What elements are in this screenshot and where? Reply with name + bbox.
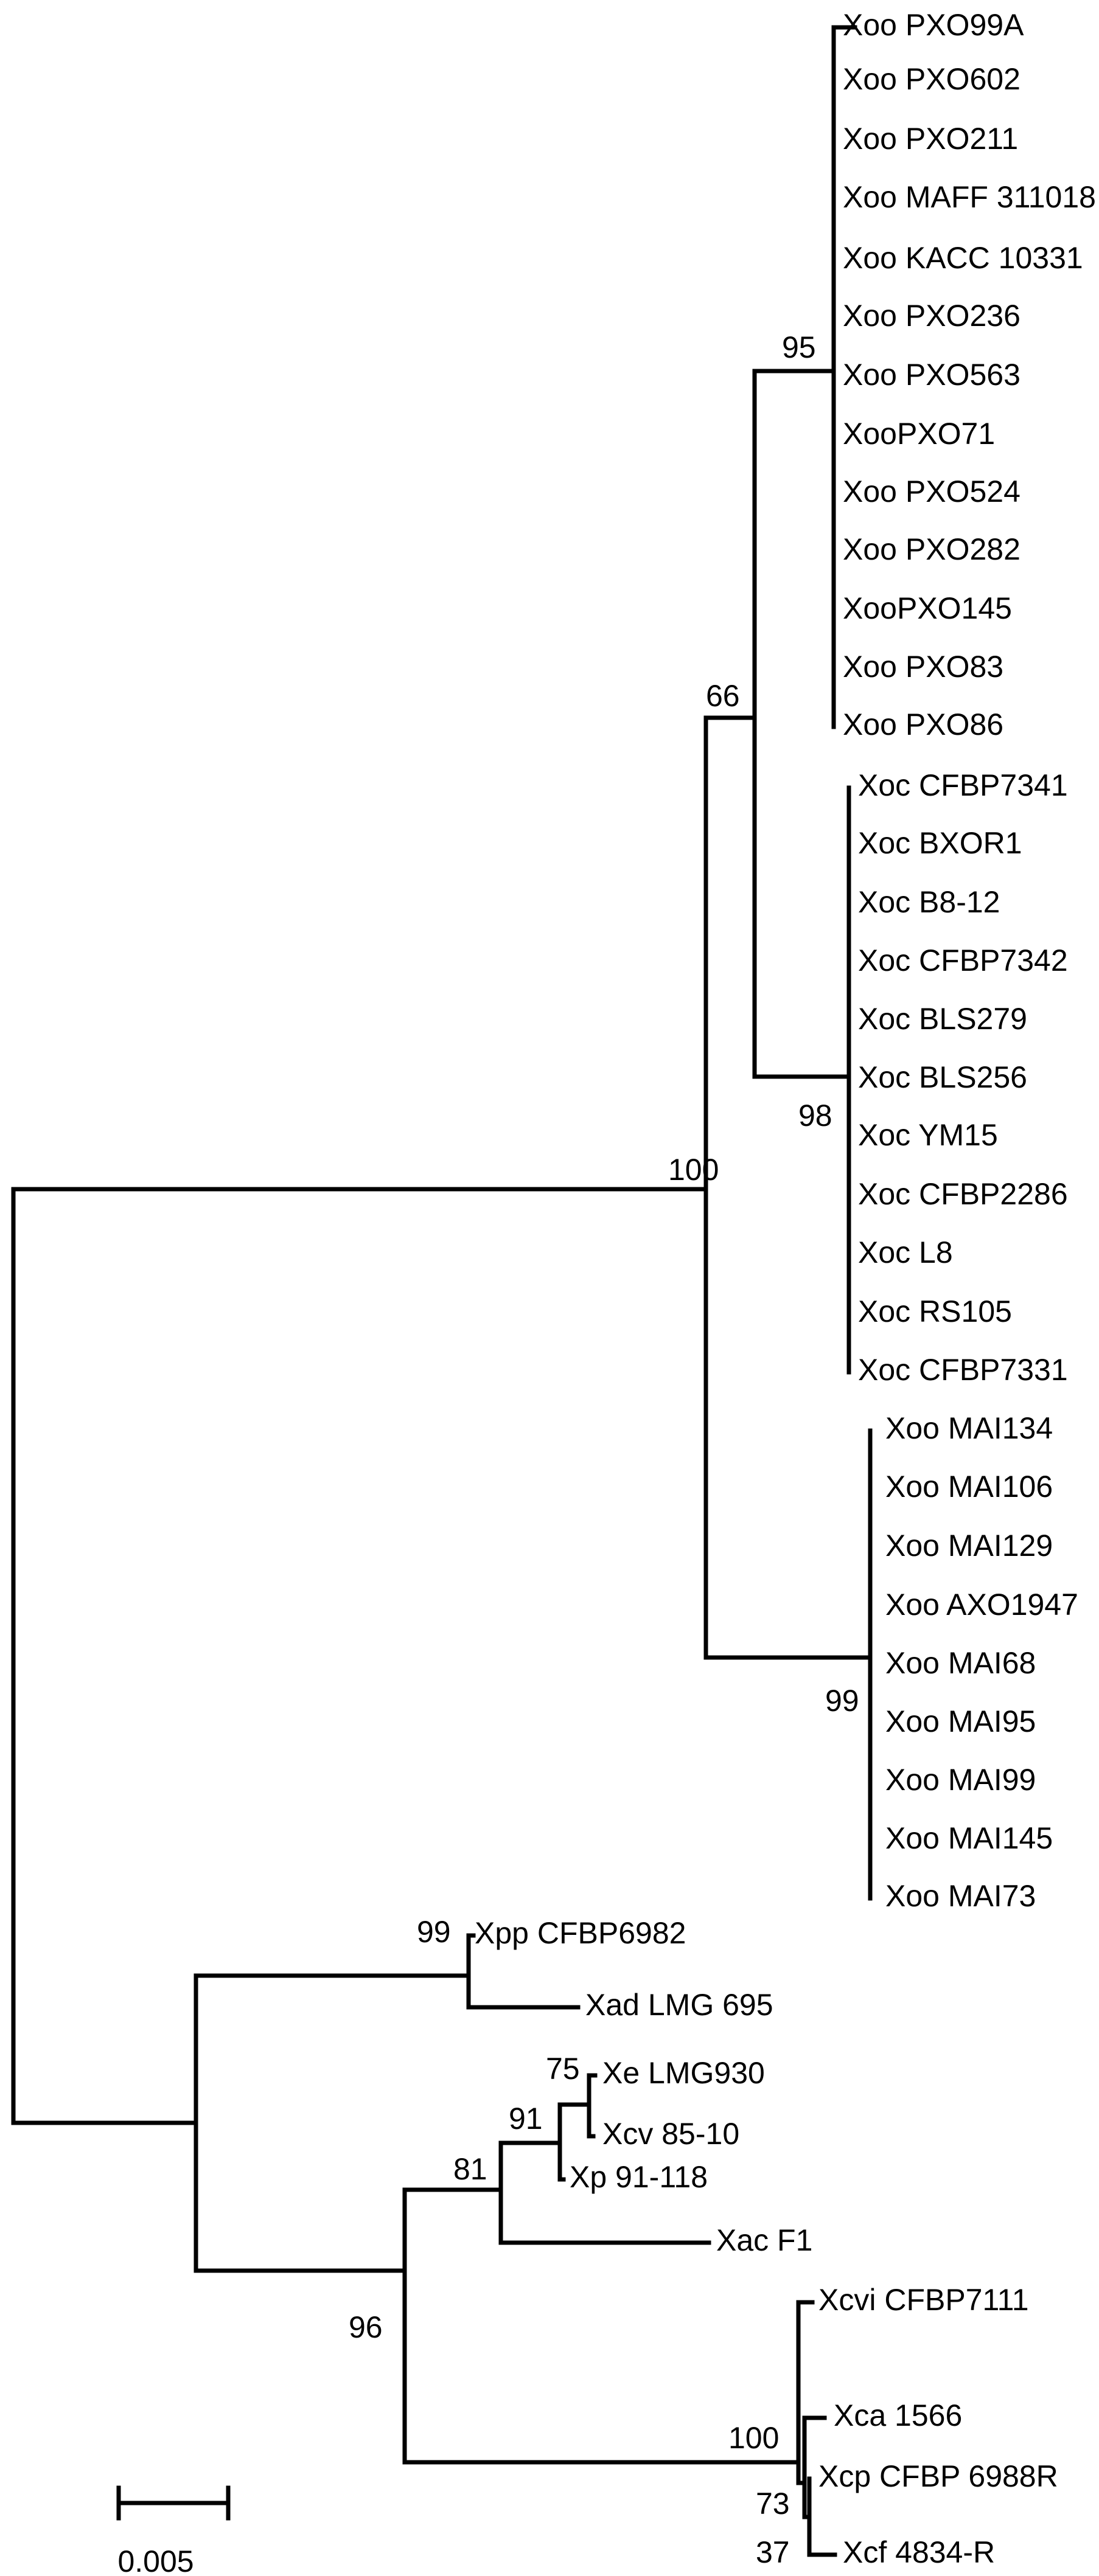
leaf-label-bls279: Xoc BLS279 [858, 1002, 1027, 1036]
leaf-label-mai106: Xoo MAI106 [885, 1470, 1053, 1504]
leaf-label-pxo236: Xoo PXO236 [843, 299, 1020, 333]
scale-bar-label: 0.005 [117, 2544, 194, 2573]
leaf-label-xcp: Xcp CFBP 6988R [818, 2459, 1058, 2493]
leaf-label-mai129: Xoo MAI129 [885, 1529, 1053, 1563]
leaf-label-pxo99a: Xoo PXO99A [843, 8, 1024, 42]
leaf-label-cfbp7331: Xoc CFBP7331 [858, 1353, 1068, 1387]
leaf-label-xca: Xca 1566 [834, 2398, 962, 2432]
bootstrap-xe-xcv-xp: 91 [509, 2102, 543, 2136]
bootstrap-mai-clade: 99 [825, 1684, 859, 1718]
leaf-label-mai145: Xoo MAI145 [885, 1821, 1053, 1855]
bootstrap-xcf-sub: 37 [756, 2535, 790, 2569]
leaf-label-xcv: Xcv 85-10 [602, 2117, 739, 2151]
leaf-label-kacc10331: Xoo KACC 10331 [843, 241, 1083, 275]
leaf-label-mai73: Xoo MAI73 [885, 1879, 1036, 1913]
leaf-label-cfbp7341: Xoc CFBP7341 [858, 768, 1068, 802]
leaf-label-axo1947: Xoo AXO1947 [885, 1588, 1078, 1622]
leaf-label-rs105: Xoc RS105 [858, 1294, 1012, 1328]
leaf-label-cfbp2286: Xoc CFBP2286 [858, 1177, 1068, 1211]
leaf-label-xad: Xad LMG 695 [585, 1988, 773, 2022]
leaf-label-pxo602: Xoo PXO602 [843, 62, 1020, 96]
leaf-label-pxo145: XooPXO145 [843, 591, 1012, 625]
leaf-label-xpp: Xpp CFBP6982 [475, 1916, 686, 1950]
bootstrap-xcp-xcf: 73 [756, 2487, 790, 2521]
leaf-label-l8: Xoc L8 [858, 1235, 953, 1269]
bootstrap-citri-clade: 100 [728, 2421, 779, 2455]
bootstrap-pxo-clade: 95 [782, 330, 816, 364]
leaf-label-mai95: Xoo MAI95 [885, 1704, 1036, 1738]
leaf-label-cfbp7342: Xoc CFBP7342 [858, 943, 1068, 977]
bootstrap-xe-xcv: 75 [546, 2052, 580, 2086]
leaf-label-pxo83: Xoo PXO83 [843, 650, 1003, 684]
leaf-label-xe: Xe LMG930 [602, 2056, 765, 2090]
bootstrap-xe-xac: 81 [453, 2152, 487, 2186]
leaf-label-pxo86: Xoo PXO86 [843, 707, 1003, 741]
leaf-label-pxo524: Xoo PXO524 [843, 474, 1020, 509]
leaf-label-ym15: Xoc YM15 [858, 1118, 998, 1152]
leaf-label-xp: Xp 91-118 [570, 2160, 708, 2194]
leaf-label-mai134: Xoo MAI134 [885, 1411, 1053, 1445]
leaf-label-bls256: Xoc BLS256 [858, 1060, 1027, 1094]
leaf-label-pxo563: Xoo PXO563 [843, 358, 1020, 392]
bootstrap-oryzae-root: 100 [668, 1153, 719, 1187]
leaf-label-b812: Xoc B8-12 [858, 885, 1000, 919]
leaf-label-maff311018: Xoo MAFF 311018 [843, 180, 1096, 214]
leaf-label-xcf: Xcf 4834-R [843, 2535, 995, 2569]
bootstrap-xoc-clade: 98 [798, 1099, 832, 1133]
bootstrap-xpp-xad: 99 [417, 1915, 451, 1949]
leaf-label-pxo71: XooPXO71 [843, 417, 995, 451]
leaf-label-xac: Xac F1 [716, 2223, 812, 2257]
leaf-label-pxo282: Xoo PXO282 [843, 532, 1020, 566]
leaf-label-pxo211: Xoo PXO211 [843, 122, 1018, 156]
leaf-label-xcvi: Xcvi CFBP7111 [818, 2283, 1029, 2317]
leaf-label-bxor1: Xoc BXOR1 [858, 826, 1022, 860]
leaf-label-mai68: Xoo MAI68 [885, 1646, 1036, 1680]
bootstrap-pxo-xoc: 66 [706, 679, 740, 713]
bootstrap-outgroup: 96 [349, 2310, 383, 2344]
leaf-label-mai99: Xoo MAI99 [885, 1763, 1036, 1797]
